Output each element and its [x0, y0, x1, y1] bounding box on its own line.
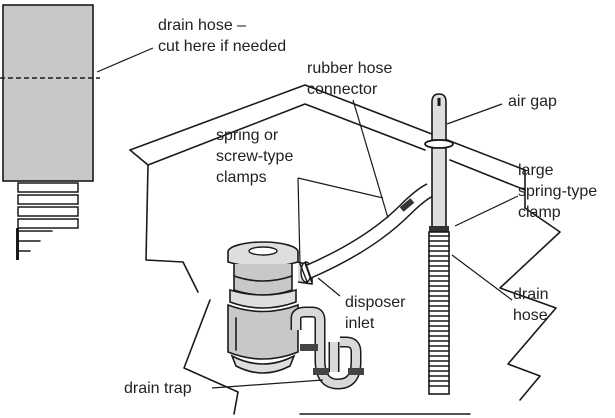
drain-hose-curved: [299, 183, 434, 285]
leader-lines: [96, 47, 519, 389]
label-large-clamp-line2: spring-type: [518, 183, 597, 200]
label-drain-hose-line2: hose: [513, 307, 548, 324]
air-gap-body: [431, 147, 447, 231]
drain-trap: [290, 306, 364, 390]
label-large-clamp-line3: clamp: [518, 204, 561, 221]
trap-clamp-2: [313, 368, 329, 375]
label-clamps-line2: screw-type: [216, 148, 293, 165]
label-disposer-inlet-line2: inlet: [345, 315, 375, 332]
drain-hose-cutaway: [0, 4, 100, 260]
labels: drain hose – cut here if needed rubber h…: [124, 17, 597, 397]
label-air-gap: air gap: [508, 93, 557, 110]
cabinet-outline: [129, 84, 561, 415]
large-clamp: [429, 226, 449, 232]
label-drain-hose-cut-line2: cut here if needed: [158, 38, 286, 55]
label-clamps-line3: clamps: [216, 169, 267, 186]
label-rubber-connector-line1: rubber hose: [307, 60, 392, 77]
disposer-unit: [227, 241, 313, 374]
label-drain-trap: drain trap: [124, 380, 192, 397]
air-gap-assembly: [424, 93, 454, 395]
trap-clamp-3: [348, 368, 364, 375]
label-clamps-line1: spring or: [216, 127, 279, 144]
label-drain-hose-line1: drain: [513, 286, 549, 303]
vertical-drain-hose: [428, 231, 450, 395]
label-rubber-connector-line2: connector: [307, 81, 378, 98]
air-gap-cap: [431, 93, 447, 141]
label-large-clamp-line1: large: [518, 162, 554, 179]
label-disposer-inlet-line1: disposer: [345, 294, 406, 311]
hose-corrugations: [16, 182, 79, 260]
hose-clamp-upper: [399, 198, 415, 212]
label-drain-hose-cut-line1: drain hose –: [158, 17, 246, 34]
trap-clamp-1: [300, 344, 318, 351]
